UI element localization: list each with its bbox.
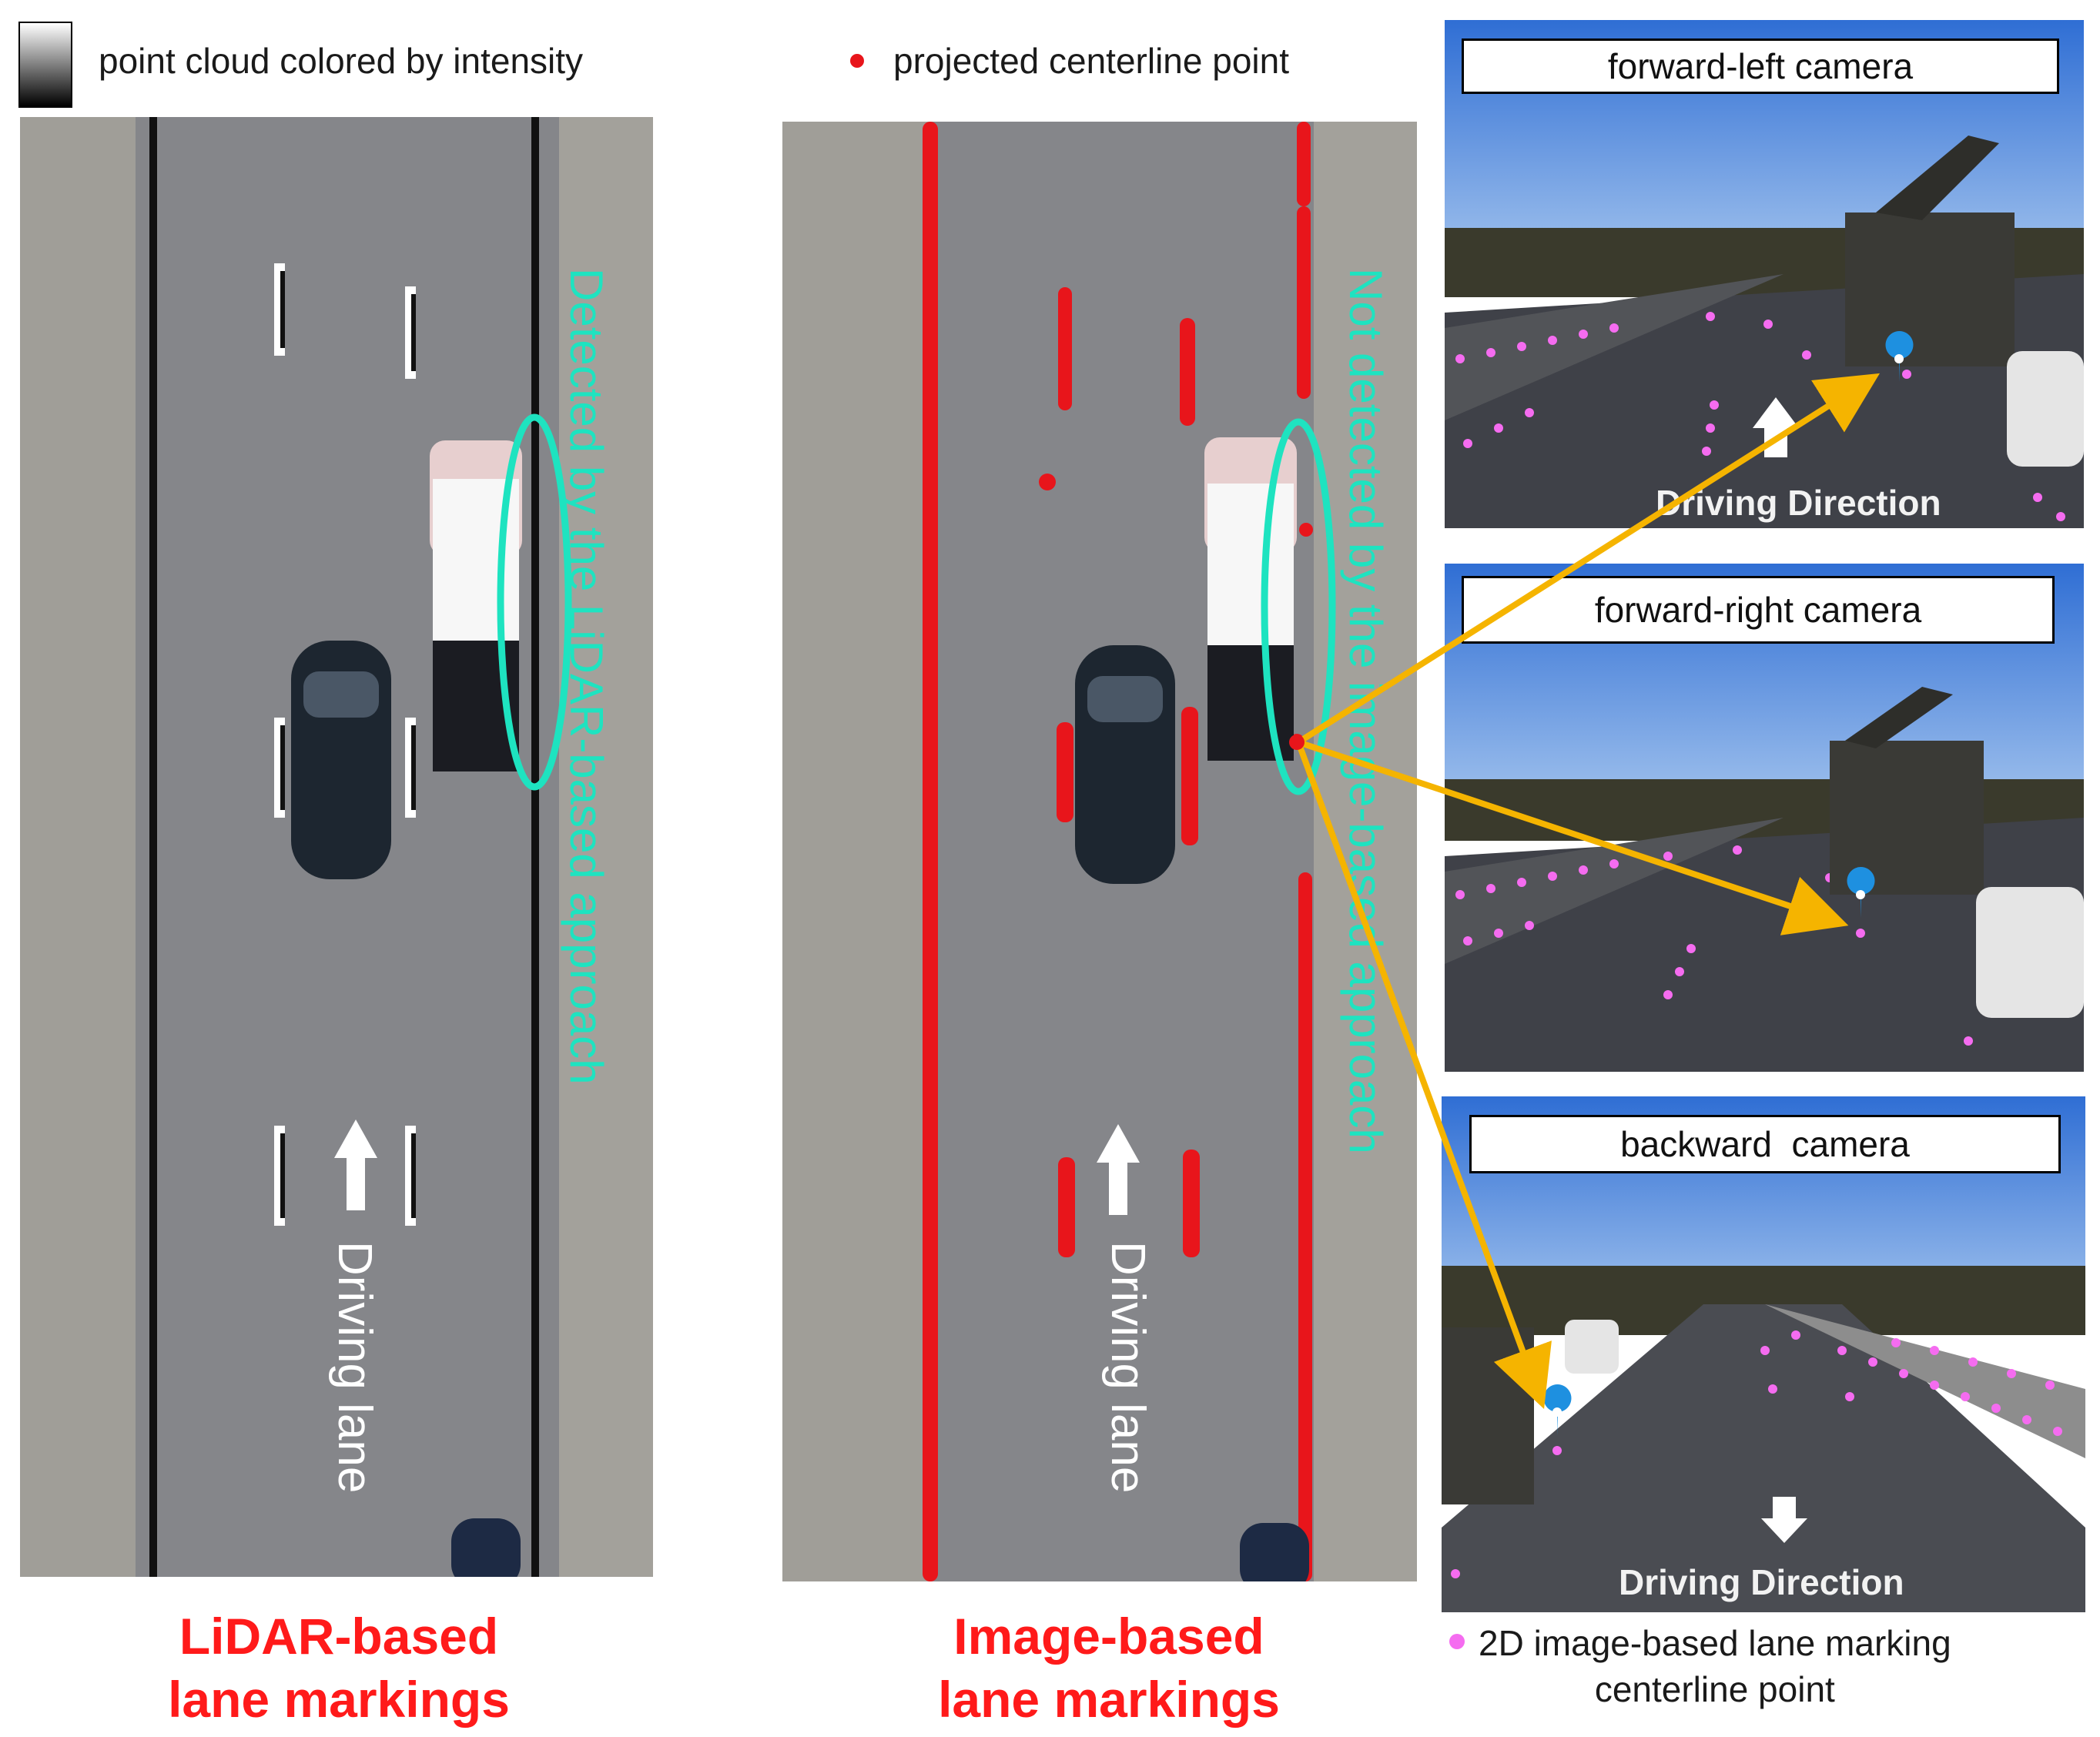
lidar-left-edge-line [149,117,157,1577]
image-caption-line1: Image-based [953,1608,1264,1665]
image-highlight-ellipse [1261,418,1336,795]
forward-right-location-pin [1847,867,1875,918]
projected-point-marker [850,54,864,68]
selected-red-point [1289,735,1305,750]
forward-left-location-pin [1885,331,1914,382]
lidar-truck [430,440,522,771]
forward-left-driving-direction: Driving Direction [1656,483,1941,523]
image-car [1075,645,1175,884]
intensity-colorbar [18,22,72,108]
arrow-to-forward-left [1296,373,1881,745]
lidar-road-view [20,117,653,1577]
projected-legend-label: projected centerline point [893,41,1289,81]
image-left-red-points [923,122,938,1581]
arrow-to-forward-right [1297,739,1849,935]
backward-camera-label: backward camera [1469,1115,2061,1173]
lidar-direction-arrow [334,1120,377,1210]
image-point-marker [1449,1634,1465,1649]
image-point-legend-line2: centerline point [1594,1669,1835,1709]
forward-left-camera-label: forward-left camera [1462,38,2059,94]
image-caption-line2: lane markings [938,1671,1280,1728]
backward-driving-direction: Driving Direction [1619,1562,1904,1602]
image-road-view [782,122,1417,1581]
backward-direction-arrow [1761,1497,1807,1543]
intensity-legend-label: point cloud colored by intensity [99,41,584,81]
image-caption: Image-based lane markings [886,1605,1332,1731]
lidar-highlight-ellipse [497,413,572,791]
forward-right-camera-image [1445,564,2084,1072]
arrow-to-backward [1295,741,1552,1410]
image-point-legend-line1: 2D image-based lane marking [1479,1623,1951,1663]
image-direction-arrow [1097,1124,1140,1215]
lidar-car [291,641,391,879]
forward-right-camera-label: forward-right camera [1462,576,2055,644]
image-dash-red-points [1039,287,1200,1257]
image-right-red-points [1289,122,1313,1581]
lidar-caption: LiDAR-based lane markings [116,1605,562,1731]
lidar-right-edge-line [531,117,539,1577]
lidar-caption-line2: lane markings [168,1671,510,1728]
lidar-caption-line1: LiDAR-based [179,1608,499,1665]
image-point-legend: 2D image-based lane marking centerline p… [1479,1620,1951,1712]
